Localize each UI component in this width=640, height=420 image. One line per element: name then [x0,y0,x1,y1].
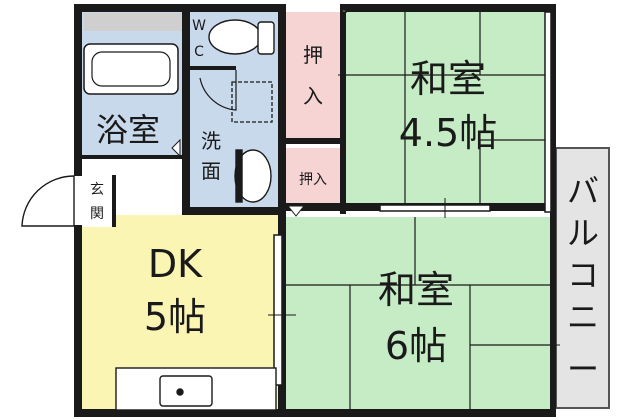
balcony-label-2: ル [567,214,599,252]
balcony-label-5: ー [567,350,599,388]
door-ticks [268,74,560,346]
washbasin-icon [234,149,272,203]
closet-upper-floor [284,12,342,138]
bathtub-icon [83,43,179,95]
closet-upper-label-2: 入 [303,84,323,108]
kitchen-sink-icon [115,367,277,411]
door-markers [171,138,306,217]
toilet-icon [208,19,275,55]
washroom-door [199,70,237,111]
washitsu-4-5-name: 和室 [410,57,486,101]
dk-name: DK [148,242,203,286]
dk-size: 5帖 [144,295,206,339]
closet-lower-label: 押入 [299,172,327,188]
wash-label-1: 洗 [201,129,221,153]
washer-space [231,81,273,123]
sliding-doors [273,9,552,386]
washitsu-6-floor [283,217,551,413]
entrance-door [21,175,75,227]
top-strip [84,13,182,31]
wash-label-2: 面 [201,159,221,183]
closet-lower-floor [284,148,342,204]
tatami-lines [283,12,553,413]
entrance-label-1: 玄 [90,181,104,198]
washitsu-6-size: 6帖 [385,324,447,368]
washitsu-4-5-floor [345,12,553,207]
wc-label-2: C [194,44,204,60]
balcony-label-4: ニ [567,298,599,336]
washitsu-6-name: 和室 [378,268,454,312]
bath-label: 浴室 [96,111,160,149]
entrance-label-2: 関 [90,206,104,222]
balcony-floor [556,148,609,408]
entrance-floor [80,175,114,227]
balcony-label-1: バ [567,172,599,210]
washitsu-4-5-size: 4.5帖 [399,111,497,155]
wc-label-1: W [192,18,206,34]
closet-upper-label-1: 押 [303,43,323,67]
balcony-label-3: コ [567,256,599,294]
